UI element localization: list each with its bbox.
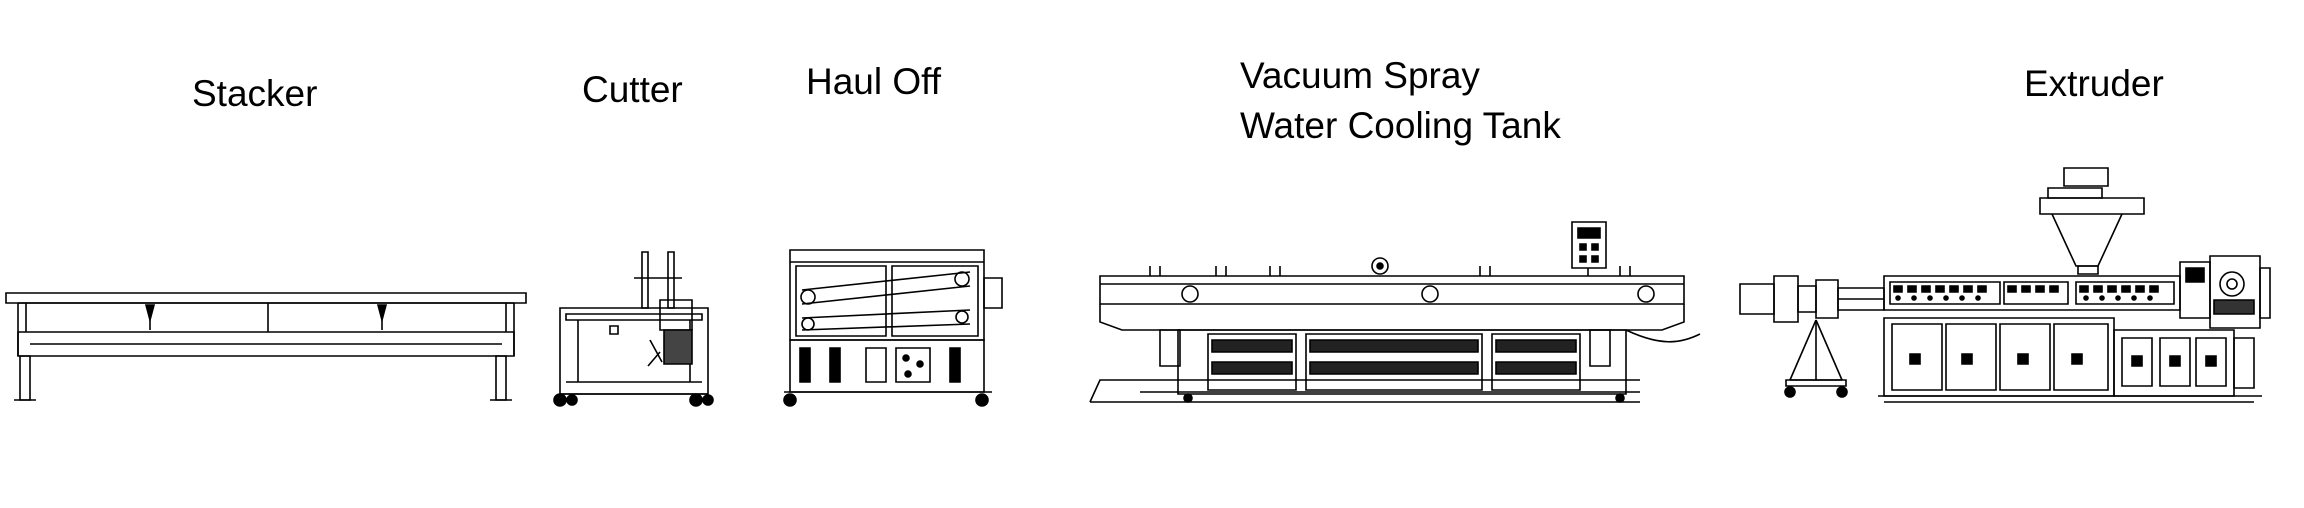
vacuum-tank-machine	[1090, 222, 1700, 402]
haul-off-machine	[784, 250, 1002, 406]
stacker-label: Stacker	[192, 73, 318, 114]
haul-off-label: Haul Off	[806, 61, 942, 102]
stacker-machine	[6, 293, 526, 400]
water-cooling-tank-label: Water Cooling Tank	[1240, 105, 1561, 146]
cutter-label: Cutter	[582, 69, 683, 110]
vacuum-spray-label: Vacuum Spray	[1240, 55, 1480, 96]
cutter-machine	[554, 252, 713, 406]
extruder-machine	[1740, 168, 2270, 402]
extruder-label: Extruder	[2024, 63, 2164, 104]
